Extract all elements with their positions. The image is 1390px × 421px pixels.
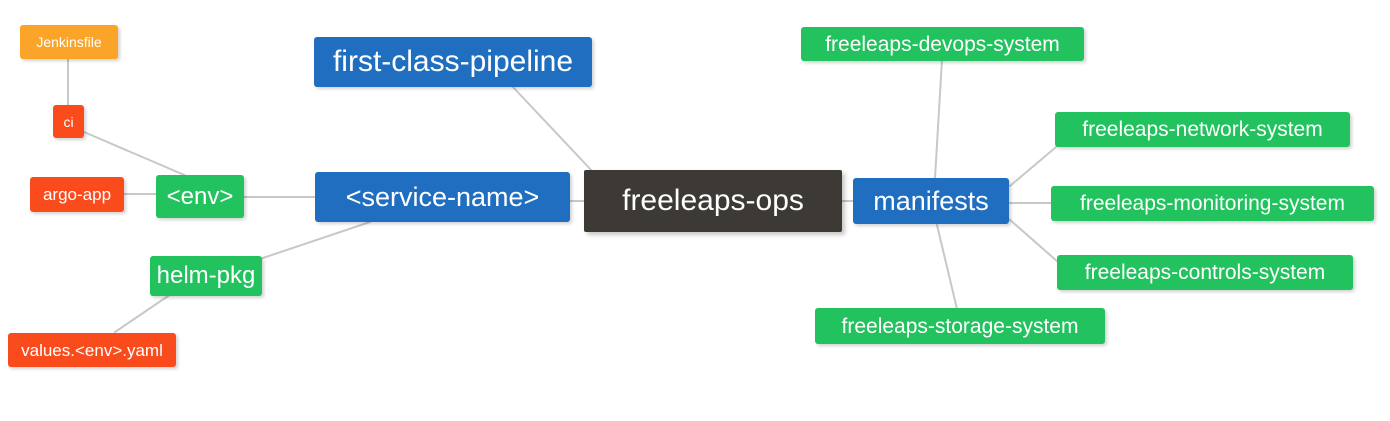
node-storage-system[interactable]: freeleaps-storage-system xyxy=(815,308,1105,344)
node-network-system-label: freeleaps-network-system xyxy=(1082,118,1323,141)
node-jenkinsfile-label: Jenkinsfile xyxy=(36,34,102,50)
node-argo-app-label: argo-app xyxy=(42,185,112,204)
node-service-name[interactable]: <service-name> xyxy=(315,172,570,222)
node-monitoring-system-label: freeleaps-monitoring-system xyxy=(1080,192,1345,215)
node-root-freeleaps-ops[interactable]: freeleaps-ops xyxy=(584,170,842,232)
node-argo-app[interactable]: argo-app xyxy=(30,177,124,212)
node-storage-system-label: freeleaps-storage-system xyxy=(841,314,1079,338)
node-helm-pkg-label: helm-pkg xyxy=(156,262,256,289)
node-first-class-pipeline-label: first-class-pipeline xyxy=(332,45,574,78)
edge-root-first-class-pipeline xyxy=(511,85,594,173)
node-values-yaml[interactable]: values.<env>.yaml xyxy=(8,333,176,367)
node-controls-system-label: freeleaps-controls-system xyxy=(1084,261,1326,284)
node-manifests[interactable]: manifests xyxy=(853,178,1009,224)
node-devops-system-label: freeleaps-devops-system xyxy=(825,32,1060,56)
node-ci[interactable]: ci xyxy=(53,105,84,138)
node-monitoring-system[interactable]: freeleaps-monitoring-system xyxy=(1051,186,1374,221)
node-jenkinsfile[interactable]: Jenkinsfile xyxy=(20,25,118,59)
edge-helm-pkg-values-yaml xyxy=(114,291,175,333)
node-env[interactable]: <env> xyxy=(156,175,244,218)
edge-manifests-storage-system xyxy=(936,224,958,310)
node-controls-system[interactable]: freeleaps-controls-system xyxy=(1057,255,1353,290)
node-helm-pkg[interactable]: helm-pkg xyxy=(150,256,262,296)
node-service-name-label: <service-name> xyxy=(345,181,540,212)
edge-manifests-controls-system xyxy=(1008,218,1059,263)
node-root-label: freeleaps-ops xyxy=(622,184,804,217)
node-values-yaml-label: values.<env>.yaml xyxy=(21,340,163,360)
node-ci-label: ci xyxy=(63,113,74,130)
edge-manifests-devops-system xyxy=(934,59,943,179)
edge-service-name-helm-pkg xyxy=(244,221,371,265)
node-first-class-pipeline[interactable]: first-class-pipeline xyxy=(314,37,592,87)
node-network-system[interactable]: freeleaps-network-system xyxy=(1055,112,1350,147)
node-env-label: <env> xyxy=(166,182,234,210)
edge-manifests-network-system xyxy=(1009,146,1057,187)
node-devops-system[interactable]: freeleaps-devops-system xyxy=(801,27,1084,61)
node-manifests-label: manifests xyxy=(873,185,989,216)
edge-env-ci xyxy=(83,131,197,181)
